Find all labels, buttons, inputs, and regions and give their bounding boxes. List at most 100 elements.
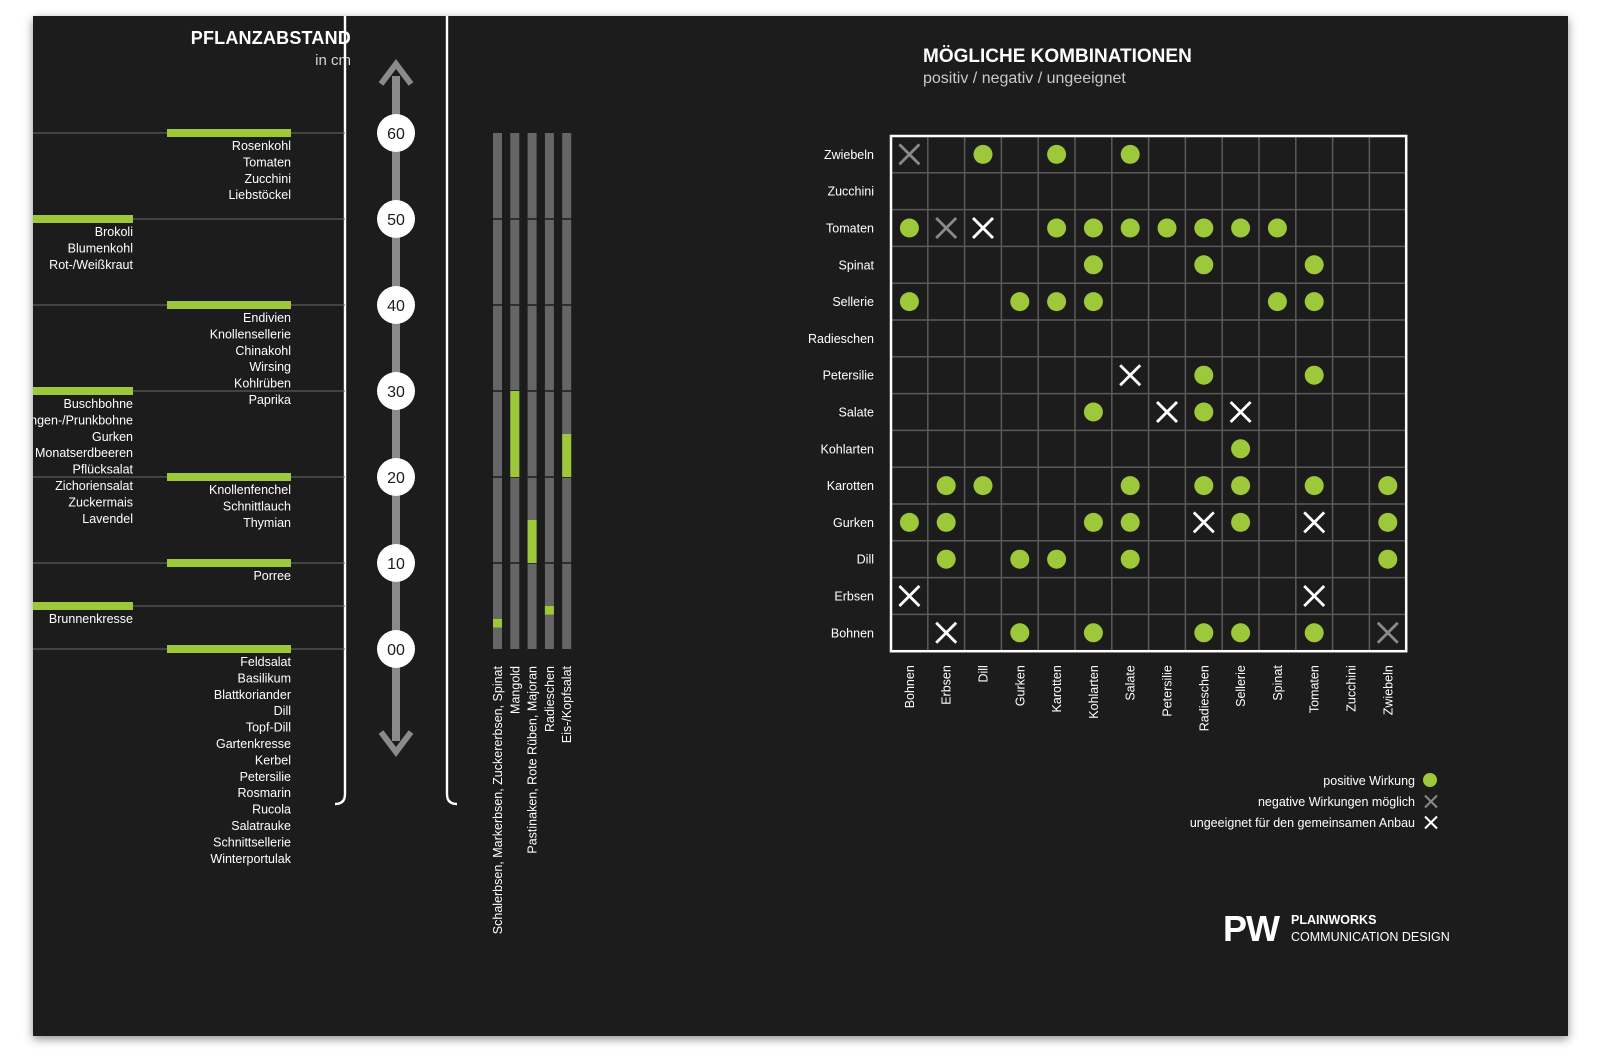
spacing-marker-bar <box>167 129 291 137</box>
positive-dot <box>1120 476 1140 496</box>
range-label: Schalerbsen, Markerbsen, Zuckererbsen, S… <box>491 665 505 934</box>
cross-stroke <box>972 217 994 239</box>
row-label: Spinat <box>839 258 875 272</box>
white-cross-icon <box>1423 815 1438 830</box>
cross-stroke <box>1303 585 1326 607</box>
scale-tick-circle <box>377 372 415 410</box>
positive-dot <box>1231 512 1251 532</box>
positive-dot <box>1194 402 1214 422</box>
plant-label: Rosenkohl <box>232 139 291 153</box>
plant-label: Rosmarin <box>238 786 292 800</box>
plant-label: Lavendel <box>82 512 133 526</box>
positive-dot <box>936 549 956 569</box>
positive-dot <box>899 292 919 312</box>
spacing-marker-bar <box>167 559 291 567</box>
positive-dot <box>1378 476 1398 496</box>
plant-label: Paprika <box>249 393 291 407</box>
combination-matrix: ZwiebelnZucchiniTomatenSpinatSellerieRad… <box>808 134 1408 731</box>
matrix-legend: positive Wirkung negative Wirkungen mögl… <box>1153 770 1438 833</box>
column-label: Tomaten <box>1308 665 1322 713</box>
row-label: Sellerie <box>832 295 874 309</box>
positive-dot <box>1010 623 1030 643</box>
plant-label: Thymian <box>243 516 291 530</box>
range-bar <box>562 434 572 477</box>
combinations-title: MÖGLICHE KOMBINATIONEN <box>923 46 1192 67</box>
brand-name: PLAINWORKS <box>1291 913 1377 927</box>
column-label: Bohnen <box>903 665 917 708</box>
positive-dot <box>1304 365 1324 385</box>
unsuitable-cross <box>1229 401 1252 423</box>
range-label: Eis-/Kopfsalat <box>560 665 574 743</box>
cross-stroke <box>1119 364 1142 387</box>
negative-cross <box>898 143 921 166</box>
positive-dot <box>973 144 993 164</box>
positive-dot <box>1194 218 1214 238</box>
positive-dot <box>1194 255 1214 275</box>
legend-positive-label: positive Wirkung <box>1323 773 1415 788</box>
plant-label: Knollensellerie <box>210 327 291 341</box>
plant-label: Gartenkresse <box>216 737 291 751</box>
positive-dot <box>1267 292 1287 312</box>
scale-tick-label: 60 <box>387 126 405 143</box>
positive-dot <box>1231 218 1251 238</box>
plant-label: Dill <box>274 704 291 718</box>
spacing-marker-bar <box>167 301 291 309</box>
plant-label: Buschbohne <box>63 397 133 411</box>
brand-text: PLAINWORKS COMMUNICATION DESIGN <box>1291 912 1450 946</box>
positive-dot <box>1120 144 1140 164</box>
spacing-title: PFLANZABSTAND <box>190 28 351 48</box>
negative-cross <box>935 217 958 239</box>
positive-dot <box>1083 623 1103 643</box>
scale-tick-circle <box>377 286 415 324</box>
positive-dot <box>1083 292 1103 312</box>
positive-dot <box>1010 549 1030 569</box>
plant-label: Chinakohl <box>235 344 291 358</box>
scale-tick-circle <box>377 544 415 582</box>
plant-label: Gurken <box>92 430 133 444</box>
plant-label: Brunnenkresse <box>49 612 133 626</box>
scale-tick-label: 10 <box>387 556 405 573</box>
row-label: Gurken <box>833 516 874 530</box>
spacing-subtitle: in cm <box>315 52 351 69</box>
spacing-marker-bar <box>33 215 133 223</box>
positive-dot <box>936 512 956 532</box>
frame-right <box>445 16 458 806</box>
green-dot-icon <box>1423 773 1438 788</box>
spacing-marker-bar <box>167 473 291 481</box>
unsuitable-cross <box>1156 401 1178 423</box>
positive-dot <box>1194 365 1214 385</box>
unsuitable-cross <box>1119 364 1142 387</box>
plant-label: Monatserdbeeren <box>35 446 133 460</box>
cross-stroke <box>1303 511 1326 534</box>
plant-label: Zucchini <box>244 172 291 186</box>
unsuitable-cross <box>1192 511 1215 534</box>
positive-dot <box>1304 255 1324 275</box>
plant-label: Knollenfenchel <box>209 483 291 497</box>
brand-tagline: COMMUNICATION DESIGN <box>1291 930 1450 944</box>
positive-dot <box>1083 402 1103 422</box>
spacing-marker-bar <box>33 387 133 395</box>
plant-label: Kohlrüben <box>234 377 291 391</box>
positive-dot <box>1120 218 1140 238</box>
positive-dot <box>1231 623 1251 643</box>
column-label: Zwiebeln <box>1381 665 1395 715</box>
positive-dot <box>973 476 993 496</box>
plant-label: Winterportulak <box>210 852 291 866</box>
cross-stroke <box>935 621 958 644</box>
cross-stroke <box>1376 621 1399 644</box>
grey-cross-icon <box>1423 794 1438 809</box>
legend-unsuitable-label: ungeeignet für den gemeinsamen Anbau <box>1189 815 1415 830</box>
legend-negative-label: negative Wirkungen möglich <box>1257 794 1415 809</box>
plant-label: Schnittsellerie <box>213 835 291 849</box>
plant-label: Liebstöckel <box>228 188 291 202</box>
positive-dot <box>1120 549 1140 569</box>
frame-left <box>334 16 347 806</box>
row-label: Zucchini <box>827 185 874 199</box>
unsuitable-cross <box>898 585 921 607</box>
cross-stroke <box>1192 511 1215 534</box>
scale-tick-circle <box>377 458 415 496</box>
range-bar <box>527 520 537 563</box>
range-label: Mangold <box>508 666 522 714</box>
row-label: Zwiebeln <box>824 148 874 162</box>
negative-cross <box>1376 621 1399 644</box>
